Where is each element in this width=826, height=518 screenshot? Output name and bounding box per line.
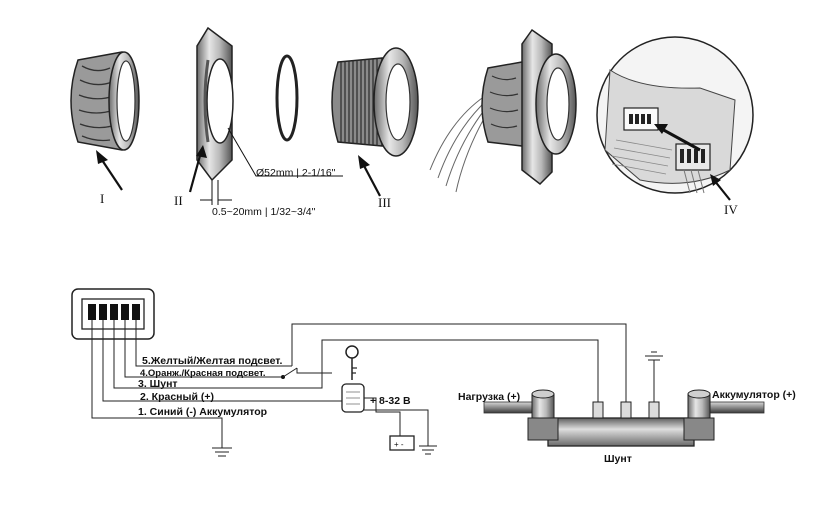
wire-5-yellow [135, 320, 627, 402]
part-label-iii: III [378, 195, 391, 210]
threaded-housing-part-iii [331, 47, 419, 157]
arrowhead-part-iii [358, 155, 370, 169]
battery-polarity: + - [394, 440, 404, 449]
o-ring [275, 54, 299, 142]
arrow-part-iii [361, 161, 381, 197]
arrow-part-ii [188, 151, 203, 193]
part-label-ii: II [174, 193, 183, 208]
wire-label-4: 4.Оранж./Красная подсвет. [140, 368, 265, 379]
wire-label-2: 2. Красный (+) [140, 391, 214, 403]
wire-label-1: 1. Синий (-) Аккумулятор [138, 406, 267, 418]
wire-1-blue [91, 320, 223, 448]
wire-2-red [102, 320, 332, 402]
part-label-i: I [100, 191, 104, 206]
arrowhead-part-i [96, 150, 108, 164]
arrow-part-i [99, 156, 123, 191]
thickness-dimension: 0.5~20mm | 1/32~3/4" [212, 206, 316, 218]
panel-section-part-ii [196, 26, 234, 182]
assembled-gauge [429, 28, 577, 193]
ground-symbol-gauge [212, 447, 232, 457]
arrowhead-part-iv [710, 174, 721, 186]
part-label-iv: IV [724, 202, 738, 217]
light-switch-blade [282, 367, 298, 378]
supply-voltage-label: + 8-32 В [370, 395, 411, 407]
wire-3-shunt [113, 320, 599, 402]
arrowhead-part-ii [196, 145, 207, 158]
battery-label: Аккумулятор (+) [712, 389, 796, 401]
diameter-dimension: Ø52mm | 2-1/16" [256, 167, 336, 179]
shunt-label: Шунт [604, 453, 632, 465]
retaining-nut-part-i [70, 51, 140, 151]
ignition-key-icon [345, 345, 359, 380]
load-label: Нагрузка (+) [458, 391, 520, 403]
ground-symbol-battery [419, 445, 437, 455]
thickness-dimension-lines [200, 180, 232, 205]
arrow-part-iv [713, 179, 731, 201]
diameter-leader-line [227, 127, 343, 177]
supply-wires [332, 397, 429, 446]
gauge-connector [71, 288, 155, 340]
wire-label-3: 3. Шунт [138, 378, 178, 390]
wire-label-5: 5.Желтый/Желтая подсвет. [142, 355, 282, 367]
shunt-assembly [483, 389, 765, 447]
battery-icon [389, 435, 415, 451]
fuse-icon [341, 383, 365, 413]
ground-symbol-shunt [645, 351, 663, 402]
wire-4-orange [124, 320, 283, 378]
connector-detail-part-iv [596, 36, 754, 194]
